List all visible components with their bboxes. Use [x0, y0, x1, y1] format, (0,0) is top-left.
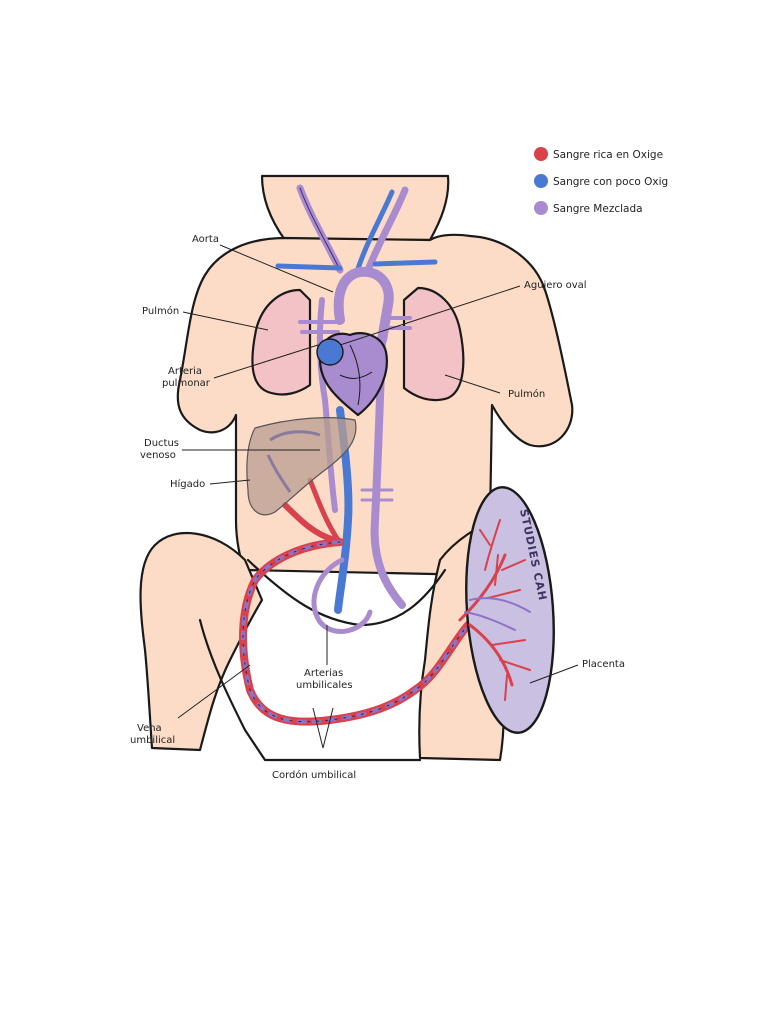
subclavian-left	[275, 263, 343, 271]
leader-agujero-oval	[339, 285, 521, 346]
placental-vessel-purple	[464, 597, 531, 631]
carotid-right	[364, 186, 409, 274]
leader-arteria-pulmonar	[213, 344, 319, 379]
heart	[316, 332, 388, 417]
lungs	[251, 286, 465, 402]
label-higado: Hígado	[170, 478, 205, 490]
labels: Aorta Agujero oval Pulmón Arteria pulmon…	[130, 234, 625, 781]
leader-pulmon-left	[182, 311, 269, 331]
aortic-arch	[333, 266, 394, 345]
label-arterias-2: umbilicales	[296, 680, 353, 691]
leader-pulmon-right	[444, 374, 501, 394]
legend-label: Sangre con poco Oxig	[553, 176, 668, 188]
ductus-venosus-line	[266, 430, 321, 493]
label-ductus-1: Ductus	[144, 438, 179, 449]
svc	[316, 297, 338, 513]
diaper-edge	[198, 618, 422, 762]
label-ductus-2: venoso	[140, 450, 176, 461]
leader-lines	[177, 244, 579, 749]
cord-outline	[242, 541, 481, 723]
left-lung	[251, 288, 312, 396]
leader-cordon	[312, 707, 334, 749]
placental-vessel-upper	[479, 519, 501, 571]
label-vena-2: umbilical	[130, 735, 175, 746]
umbilical-vein-red-2	[307, 477, 341, 543]
label-agujero-oval: Agujero oval	[524, 280, 587, 291]
carotid-left-outline	[299, 187, 341, 271]
leader-higado	[209, 479, 251, 485]
jugular	[353, 189, 395, 278]
umbilical-cord	[239, 538, 484, 726]
umbilical-artery-loop	[311, 557, 373, 634]
placental-vessel-branch-3	[491, 639, 531, 701]
placental-vessel-branch-1	[487, 554, 526, 599]
legend-label: Sangre rica en Oxige	[553, 149, 663, 161]
placental-vessels	[458, 519, 531, 701]
left-leg	[139, 531, 264, 752]
umbilical-vein-red	[282, 502, 338, 543]
placental-vessel-main	[458, 553, 507, 622]
label-placenta: Placenta	[582, 659, 625, 670]
label-aorta: Aorta	[192, 234, 219, 245]
heart-chamber-line	[349, 344, 361, 406]
legend-label: Sangre Mezclada	[553, 203, 643, 215]
label-pulmon-left: Pulmón	[142, 305, 179, 317]
leader-vena-umbilical	[177, 664, 251, 719]
right-lung	[402, 286, 465, 402]
label-cordon: Cordón umbilical	[272, 769, 356, 781]
renal-branches	[360, 488, 394, 502]
leader-aorta	[219, 244, 334, 293]
leader-placenta	[529, 664, 579, 684]
label-pulmon-right: Pulmón	[508, 388, 545, 400]
legend-swatch	[534, 147, 548, 161]
liver-shape	[246, 417, 357, 516]
subclavian-right	[372, 259, 438, 267]
label-vena-1: Vena	[137, 723, 162, 734]
right-atrium	[316, 338, 344, 366]
legend-swatch	[534, 201, 548, 215]
label-arteria-pulmonar-1: Arteria	[168, 366, 202, 377]
liver	[246, 417, 357, 516]
head	[260, 174, 450, 242]
heart-chamber-line-2	[339, 371, 373, 379]
placental-vessel-branch-2	[468, 623, 514, 687]
label-arterias-1: Arterias	[304, 668, 343, 679]
label-arteria-pulmonar-2: pulmonar	[162, 378, 211, 389]
legend-swatch	[534, 174, 548, 188]
